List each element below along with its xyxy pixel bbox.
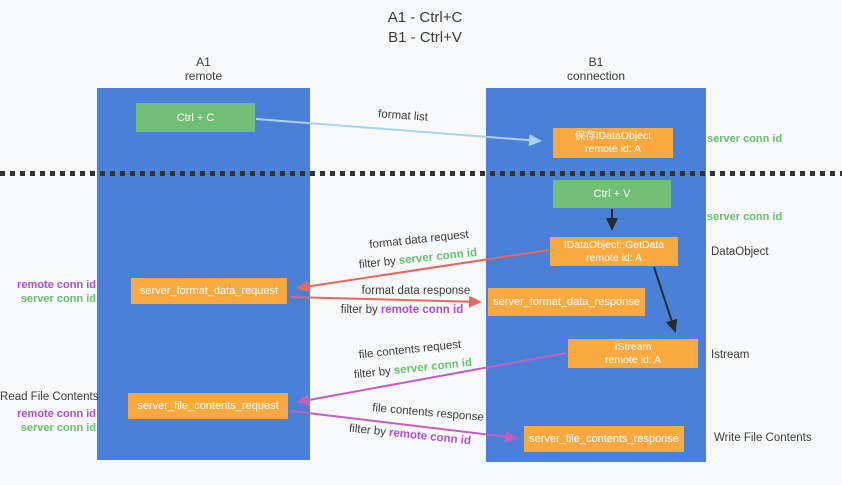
server-conn-id-key: server conn id — [398, 246, 478, 267]
remote-conn-id-key: remote conn id — [388, 426, 472, 448]
server-format-data-request-node: server_format_data_request — [131, 278, 287, 304]
title-line-2: B1 - Ctrl+V — [388, 29, 462, 46]
format-data-response-arrow — [289, 295, 482, 308]
getdata-line1: IDataObject::GetData — [563, 238, 665, 251]
filter-by-text: filter by — [353, 365, 392, 382]
right-column-subtitle: connection — [566, 69, 626, 83]
save-idataobject-line1: 保存IDataObject — [574, 130, 652, 142]
filter-by-text: filter by — [348, 422, 387, 439]
dataobject-label: DataObject — [711, 246, 769, 258]
filter-by-text: filter by — [340, 304, 378, 316]
phase-separator-dotted-line — [0, 171, 842, 176]
server-conn-id-label-file: server conn id — [20, 422, 96, 434]
server-conn-id-label-format: server conn id — [20, 293, 96, 305]
left-column-name: A1 — [196, 55, 211, 69]
write-file-contents-label: Write File Contents — [714, 432, 812, 444]
istream-side-label: Istream — [711, 349, 750, 361]
diagram-title: A1 - Ctrl+C B1 - Ctrl+V — [325, 8, 525, 48]
server-conn-id-label-mid: server conn id — [707, 211, 783, 223]
left-column-header: A1 remote — [97, 55, 310, 83]
format-data-response-label: format data response — [361, 285, 471, 297]
istream-line1: IStream — [614, 340, 652, 353]
title-line-1: A1 - Ctrl+C — [387, 9, 463, 26]
remote-conn-id-key: remote conn id — [380, 304, 464, 316]
ctrl-v-node: Ctrl + V — [553, 180, 671, 208]
read-file-contents-label: Read File Contents — [0, 391, 99, 403]
getdata-line2: remote id: A — [585, 251, 643, 264]
format-list-label: format list — [377, 108, 429, 124]
server-file-contents-request-node: server_file_contents_request — [128, 393, 288, 419]
left-column-subtitle: remote — [184, 69, 223, 83]
server-format-data-response-node: server_format_data_response — [488, 288, 645, 316]
ctrl-c-node: Ctrl + C — [136, 103, 255, 132]
server-file-contents-response-node: server_file_contents_response — [524, 426, 684, 452]
idataobject-getdata-node: IDataObject::GetData remote id: A — [550, 237, 678, 266]
istream-node: IStream remote id: A — [568, 339, 698, 368]
save-idataobject-line2: remote id: A — [584, 143, 642, 155]
server-conn-id-key: server conn id — [393, 356, 473, 377]
remote-conn-id-label-format: remote conn id — [17, 279, 96, 291]
right-column-header: B1 connection — [486, 55, 706, 83]
remote-conn-id-label-file: remote conn id — [17, 408, 96, 420]
server-conn-id-label-top: server conn id — [707, 133, 783, 145]
filter-by-text: filter by — [358, 255, 397, 272]
istream-line2: remote id: A — [604, 353, 662, 366]
save-idataobject-node: 保存IDataObject remote id: A — [553, 128, 673, 158]
right-column-name: B1 — [588, 55, 604, 69]
